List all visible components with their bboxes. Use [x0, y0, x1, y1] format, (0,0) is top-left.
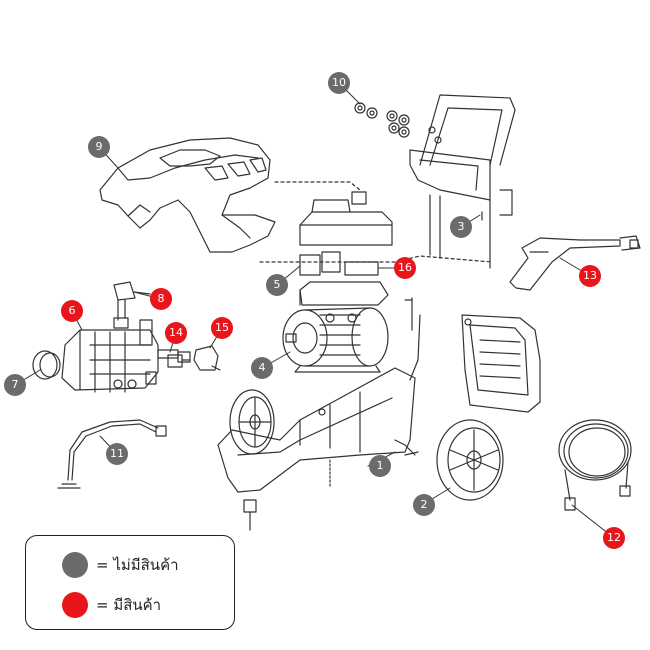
motor-switch-box-part	[299, 191, 393, 276]
pump-part	[61, 319, 159, 393]
callout-14: 14	[165, 322, 187, 344]
legend-available: = มีสินค้า	[62, 592, 161, 618]
unloader-part	[177, 345, 221, 371]
callout-1: 1	[369, 455, 391, 477]
cap-part	[32, 350, 61, 380]
callout-2: 2	[413, 494, 435, 516]
callout-4: 4	[251, 357, 273, 379]
callout-5: 5	[266, 274, 288, 296]
callout-10: 10	[328, 72, 350, 94]
callout-7: 7	[4, 374, 26, 396]
callout-16: 16	[394, 257, 416, 279]
callout-15: 15	[211, 317, 233, 339]
rear-panel-part	[461, 314, 541, 413]
legend-unavailable: = ไม่มีสินค้า	[62, 552, 179, 578]
chassis-part	[217, 314, 421, 531]
callout-8: 8	[150, 288, 172, 310]
callout-12: 12	[603, 527, 625, 549]
legend-available-label: = มีสินค้า	[96, 596, 162, 614]
legend: = ไม่มีสินค้า = มีสินค้า	[25, 535, 235, 630]
callout-11: 11	[106, 443, 128, 465]
valve-part	[113, 281, 151, 329]
legend-unavailable-label: = ไม่มีสินค้า	[96, 556, 179, 574]
top-cover-part	[99, 137, 276, 253]
screws-part	[354, 102, 410, 138]
callout-13: 13	[579, 265, 601, 287]
callout-3: 3	[450, 216, 472, 238]
spray-gun-part	[509, 235, 641, 291]
inlet-hose-part	[57, 419, 167, 489]
unavailable-dot-icon	[62, 552, 88, 578]
hose-part	[558, 419, 632, 511]
wheel-part	[436, 419, 504, 501]
callout-6: 6	[61, 300, 83, 322]
handle-frame-part	[409, 94, 516, 269]
callout-9: 9	[88, 136, 110, 158]
left-wheel-part	[229, 389, 275, 455]
motor-part	[282, 281, 413, 373]
available-dot-icon	[62, 592, 88, 618]
